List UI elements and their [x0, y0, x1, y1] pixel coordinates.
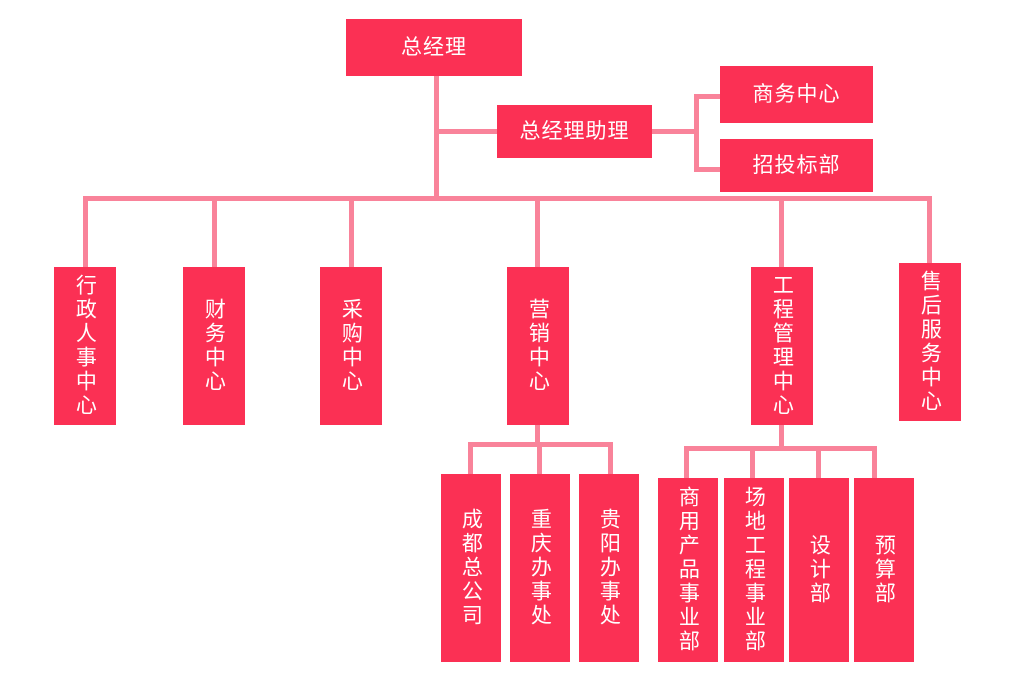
- node-marketing-center-label: 营销中心: [526, 298, 551, 394]
- node-gm-assistant-label: 总经理助理: [519, 119, 630, 144]
- node-marketing-center[interactable]: 营销中心: [507, 267, 569, 425]
- connector-gm-to-bus: [434, 76, 439, 200]
- connector-engineering-to-commercial-product: [684, 446, 689, 479]
- connector-gm-to-assistant: [434, 129, 500, 134]
- node-business-center-label: 商务中心: [752, 82, 841, 107]
- node-site-engineering-div-label: 场地工程事业部: [742, 486, 767, 654]
- node-admin-hr-center-label: 行政人事中心: [73, 274, 98, 418]
- connector-engineering-stem: [779, 424, 784, 450]
- node-commercial-product-div[interactable]: 商用产品事业部: [658, 478, 718, 662]
- node-admin-hr-center[interactable]: 行政人事中心: [54, 267, 116, 425]
- connector-marketing-to-guiyang: [608, 442, 613, 475]
- node-chongqing-office[interactable]: 重庆办事处: [510, 474, 570, 662]
- node-design-dept[interactable]: 设计部: [789, 478, 849, 662]
- node-procurement-center[interactable]: 采购中心: [320, 267, 382, 425]
- connector-engineering-to-design: [816, 446, 821, 479]
- node-bidding-dept-label: 招投标部: [752, 153, 841, 178]
- connector-engineering-sub-bus: [684, 446, 877, 451]
- node-bidding-dept[interactable]: 招投标部: [720, 139, 873, 192]
- node-guiyang-office[interactable]: 贵阳办事处: [579, 474, 639, 662]
- connector-engineering-to-budget: [872, 446, 877, 479]
- connector-fork-to-bidding-dept: [694, 167, 722, 172]
- node-gm-assistant[interactable]: 总经理助理: [497, 105, 652, 158]
- connector-fork-to-business-center: [694, 94, 722, 99]
- node-guiyang-office-label: 贵阳办事处: [597, 508, 622, 628]
- node-budget-dept-label: 预算部: [872, 534, 897, 606]
- connector-bus-to-finance: [212, 196, 217, 269]
- connector-bus-to-engineering: [779, 196, 784, 269]
- connector-engineering-to-site-engineering: [750, 446, 755, 479]
- connector-marketing-to-chongqing: [537, 442, 542, 475]
- connector-marketing-to-chengdu: [468, 442, 473, 475]
- connector-bus-to-marketing: [535, 196, 540, 269]
- connector-bus-to-aftersales: [927, 196, 932, 269]
- node-design-dept-label: 设计部: [807, 534, 832, 606]
- node-engineering-mgmt-center[interactable]: 工程管理中心: [751, 267, 813, 425]
- node-aftersales-center-label: 售后服务中心: [918, 270, 943, 414]
- connector-assistant-fork: [694, 94, 699, 172]
- node-aftersales-center[interactable]: 售后服务中心: [899, 263, 961, 421]
- node-general-manager-label: 总经理: [401, 35, 467, 60]
- node-procurement-center-label: 采购中心: [339, 298, 364, 394]
- node-chongqing-office-label: 重庆办事处: [528, 508, 553, 628]
- node-chengdu-hq-label: 成都总公司: [459, 508, 484, 628]
- node-commercial-product-div-label: 商用产品事业部: [676, 486, 701, 654]
- node-budget-dept[interactable]: 预算部: [854, 478, 914, 662]
- node-business-center[interactable]: 商务中心: [720, 66, 873, 123]
- connector-bus-to-procurement: [349, 196, 354, 269]
- node-chengdu-hq[interactable]: 成都总公司: [441, 474, 501, 662]
- connector-main-bus: [83, 196, 932, 201]
- node-site-engineering-div[interactable]: 场地工程事业部: [724, 478, 784, 662]
- connector-assistant-stem: [650, 129, 698, 134]
- node-engineering-mgmt-center-label: 工程管理中心: [770, 274, 795, 418]
- connector-bus-to-admin-hr: [83, 196, 88, 269]
- node-general-manager[interactable]: 总经理: [346, 19, 522, 76]
- node-finance-center[interactable]: 财务中心: [183, 267, 245, 425]
- connector-marketing-stem: [535, 424, 540, 446]
- node-finance-center-label: 财务中心: [202, 298, 227, 394]
